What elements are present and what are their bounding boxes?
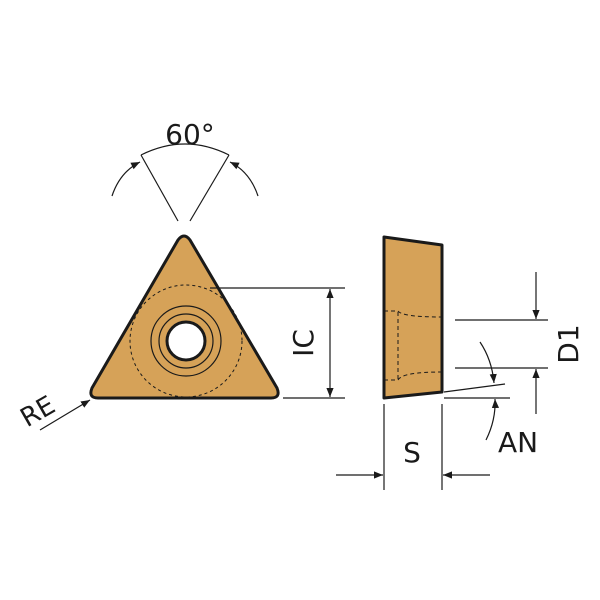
an-clearance-line bbox=[443, 383, 506, 393]
angle-dimension: 60° bbox=[111, 118, 259, 222]
hole-hidden-line-top bbox=[384, 310, 443, 318]
insert-side-view bbox=[382, 235, 444, 400]
angle-arrow-right bbox=[229, 161, 259, 197]
an-arrow-upper bbox=[479, 341, 497, 384]
d1-label: D1 bbox=[552, 324, 585, 363]
angle-label: 60° bbox=[165, 118, 215, 151]
s-label: S bbox=[403, 436, 421, 469]
countersink-inner bbox=[158, 313, 214, 369]
re-leader-arrow bbox=[39, 399, 91, 431]
countersink-outer bbox=[150, 305, 222, 377]
hole-hidden-line-bottom bbox=[384, 371, 443, 381]
triangle-body bbox=[89, 234, 280, 400]
center-hole bbox=[165, 320, 207, 362]
an-arrow-lower bbox=[485, 398, 500, 441]
angle-extension-right bbox=[189, 154, 230, 222]
angle-arc bbox=[140, 143, 230, 156]
s-dimension: S bbox=[336, 404, 490, 490]
angle-extension-left bbox=[140, 154, 179, 222]
ic-dimension: IC bbox=[210, 287, 345, 399]
re-label: RE bbox=[16, 390, 61, 433]
inscribed-circle bbox=[129, 284, 243, 398]
an-dimension: AN bbox=[443, 341, 538, 459]
an-label: AN bbox=[498, 426, 538, 459]
angle-arrow-left bbox=[111, 161, 141, 197]
triangle-insert-top-view bbox=[89, 234, 280, 400]
ic-label: IC bbox=[287, 329, 320, 357]
d1-dimension: D1 bbox=[455, 272, 585, 414]
re-dimension: RE bbox=[16, 390, 91, 434]
